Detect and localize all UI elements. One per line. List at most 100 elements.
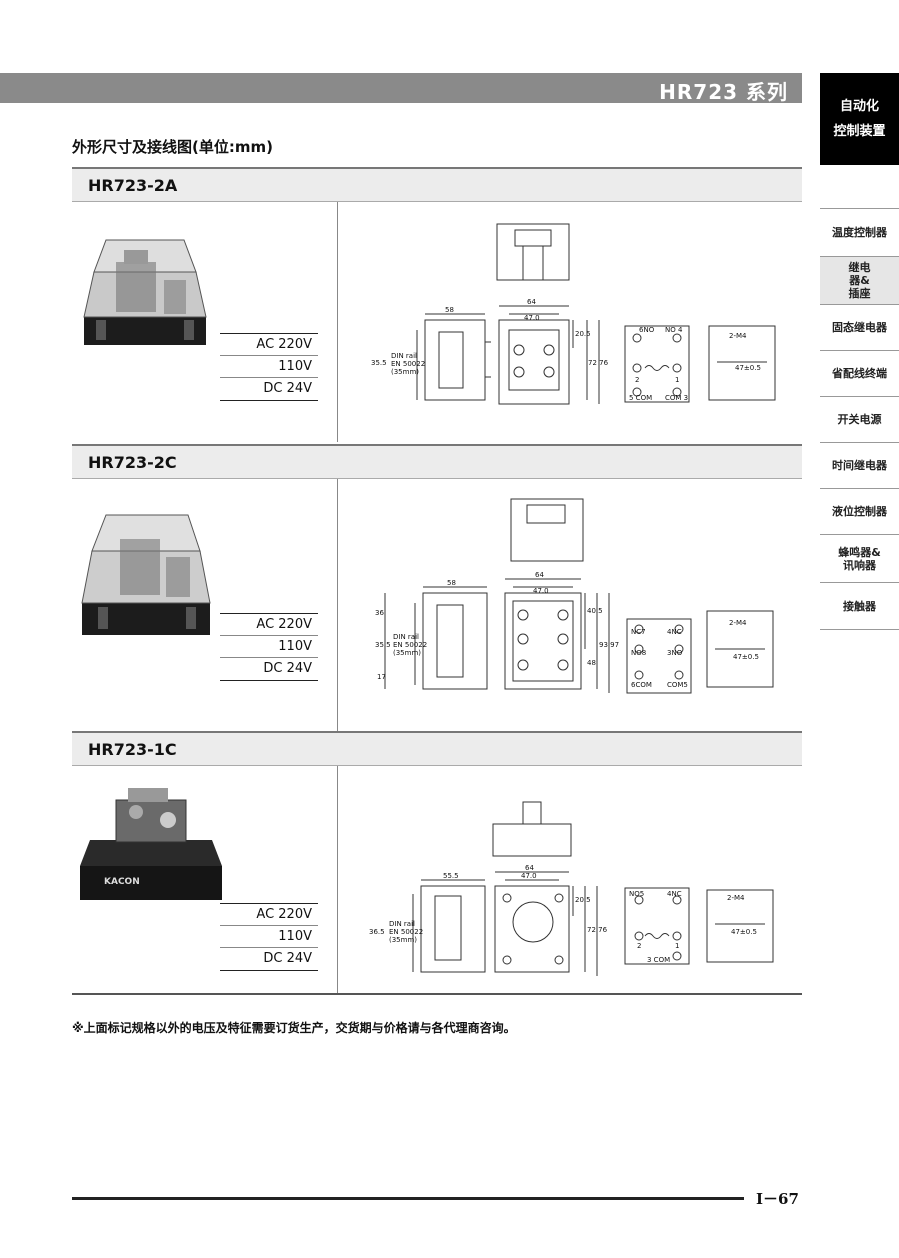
- din-label: DIN rail: [393, 633, 419, 641]
- voltage-ac: AC 220V: [220, 334, 318, 356]
- product-section-hr723-2c: HR723-2C AC 220V 110V DC 24V: [72, 444, 802, 731]
- din-size: (35mm): [389, 936, 417, 944]
- din-size: (35mm): [391, 368, 419, 376]
- sidebar-item-label: 省配线终端: [832, 367, 887, 380]
- terminal-6no: 6NO: [639, 326, 655, 334]
- sidebar-item-timer-relay[interactable]: 时间继电器: [820, 442, 899, 488]
- mount-hole-label: 2-M4: [727, 894, 745, 902]
- sidebar-item-terminal[interactable]: 省配线终端: [820, 350, 899, 396]
- mount-hole-label: 2-M4: [729, 332, 747, 340]
- product-model-title: HR723-2C: [72, 444, 802, 479]
- series-banner: HR723 系列: [0, 73, 802, 104]
- voltage-table: AC 220V 110V DC 24V: [220, 903, 318, 971]
- dim-din-height: 36.5: [369, 928, 385, 936]
- dim-front-width: 64: [527, 298, 536, 306]
- terminal-no5: NO5: [629, 890, 644, 898]
- mount-hole-dim: 47±0.5: [733, 653, 759, 661]
- voltage-dc: DC 24V: [263, 661, 312, 676]
- terminal-4nc: 4NC: [667, 890, 682, 898]
- terminal-2: 2: [637, 942, 641, 950]
- sidebar-item-relay-socket[interactable]: 继电器&插座: [820, 256, 899, 304]
- column-divider: [337, 202, 338, 442]
- sidebar-item-level-controller[interactable]: 液位控制器: [820, 488, 899, 534]
- dim-heights: 72 76: [587, 926, 608, 934]
- dim-inner-width: 47.0: [521, 872, 537, 880]
- din-standard: EN 50022: [393, 641, 427, 649]
- dim-side-width: 58: [445, 306, 454, 314]
- dim-upper: 36: [375, 609, 384, 617]
- din-size: (35mm): [393, 649, 421, 657]
- terminal-1: 1: [675, 376, 679, 384]
- page-heading: 外形尺寸及接线图(单位:mm): [72, 138, 273, 156]
- sidebar-active-line1: 自动化: [839, 99, 879, 114]
- content-bottom-rule: [72, 993, 802, 995]
- terminal-2: 2: [635, 376, 639, 384]
- terminal-4nc: 4NC: [667, 628, 682, 636]
- voltage-110: 110V: [220, 636, 318, 658]
- dim-bottom: 17: [377, 673, 386, 681]
- terminal-5com: 5 COM: [629, 394, 652, 402]
- voltage-dc: DC 24V: [263, 951, 312, 966]
- product-body: AC 220V 110V DC 24V: [72, 202, 802, 442]
- sidebar-item-temperature-controller[interactable]: 温度控制器: [820, 208, 899, 256]
- terminal-no8: NO8: [631, 649, 646, 657]
- dimension-drawing: 55.5 64 47.0 20.5 72 76 36.5 DIN rail EN…: [369, 801, 774, 976]
- page-number: I－67: [756, 1190, 799, 1208]
- dim-din-height: 35.5: [375, 641, 391, 649]
- product-model-title: HR723-1C: [72, 731, 802, 766]
- sidebar-item-label: 接触器: [843, 599, 876, 613]
- sidebar-item-label: 固态继电器: [832, 321, 887, 334]
- voltage-ac: AC 220V: [220, 904, 318, 926]
- mount-hole-dim: 47±0.5: [731, 928, 757, 936]
- voltage-dc: DC 24V: [263, 381, 312, 396]
- terminal-com5: COM5: [667, 681, 688, 689]
- dimension-drawing: 58 64 47.0 40.5 93 97 48 36 35.5 17 DIN …: [375, 498, 774, 694]
- terminal-3no: 3NO: [667, 649, 683, 657]
- dimension-drawing: 58 64 47.0 20.5 72 76 35.5 DIN rail EN 5…: [371, 223, 776, 405]
- relay-photo: [81, 514, 211, 635]
- sidebar-item-solid-state-relay[interactable]: 固态继电器: [820, 304, 899, 350]
- mount-hole-label: 2-M4: [729, 619, 747, 627]
- din-label: DIN rail: [391, 352, 417, 360]
- din-standard: EN 50022: [389, 928, 423, 936]
- product-section-hr723-1c: HR723-1C KACON AC 220V 110V DC 24V: [72, 731, 802, 993]
- voltage-110: 110V: [220, 926, 318, 948]
- terminal-no4: NO 4: [665, 326, 683, 334]
- product-section-hr723-2a: HR723-2A AC 220V 110V DC 24V: [72, 167, 802, 442]
- terminal-6com: 6COM: [631, 681, 652, 689]
- relay-photo: [83, 239, 207, 345]
- voltage-table: AC 220V 110V DC 24V: [220, 613, 318, 681]
- voltage-110: 110V: [220, 356, 318, 378]
- dim-top-offset: 20.5: [575, 896, 591, 904]
- relay-photo: KACON: [80, 788, 222, 900]
- dim-heights: 93 97: [599, 641, 619, 649]
- column-divider: [337, 479, 338, 731]
- column-divider: [337, 766, 338, 993]
- dim-front-width: 64: [535, 571, 544, 579]
- dim-top-offset: 20.5: [575, 330, 591, 338]
- dim-din-height: 35.5: [371, 359, 387, 367]
- sidebar-category-list: 温度控制器 继电器&插座 固态继电器 省配线终端 开关电源 时间继电器 液位控制…: [820, 208, 899, 630]
- sidebar-item-power-supply[interactable]: 开关电源: [820, 396, 899, 442]
- sidebar-item-label: 温度控制器: [832, 226, 887, 239]
- product-body: KACON AC 220V 110V DC 24V: [72, 766, 802, 993]
- dim-side-width: 58: [447, 579, 456, 587]
- terminal-1: 1: [675, 942, 679, 950]
- voltage-table: AC 220V 110V DC 24V: [220, 333, 318, 401]
- sidebar-item-label: 液位控制器: [832, 505, 887, 518]
- dim-side-width: 55.5: [443, 872, 459, 880]
- dim-inner-width: 47.0: [533, 587, 549, 595]
- dim-heights: 72 76: [588, 359, 609, 367]
- footnote: ※上面标记规格以外的电压及特征需要订货生产，交货期与价格请与各代理商咨询。: [72, 1021, 516, 1035]
- mount-hole-dim: 47±0.5: [735, 364, 761, 372]
- sidebar-active-category[interactable]: 自动化 控制装置: [820, 73, 899, 165]
- terminal-com3: COM 3: [665, 394, 688, 402]
- product-body: AC 220V 110V DC 24V: [72, 479, 802, 731]
- sidebar-item-buzzer[interactable]: 蜂鸣器&讯响器: [820, 534, 899, 582]
- sidebar-item-label: 时间继电器: [832, 459, 887, 472]
- din-standard: EN 50022: [391, 360, 425, 368]
- product-model-title: HR723-2A: [72, 167, 802, 202]
- footer-rule: [72, 1197, 744, 1200]
- sidebar-item-contactor[interactable]: 接触器: [820, 582, 899, 630]
- dim-top-offset: 40.5: [587, 607, 603, 615]
